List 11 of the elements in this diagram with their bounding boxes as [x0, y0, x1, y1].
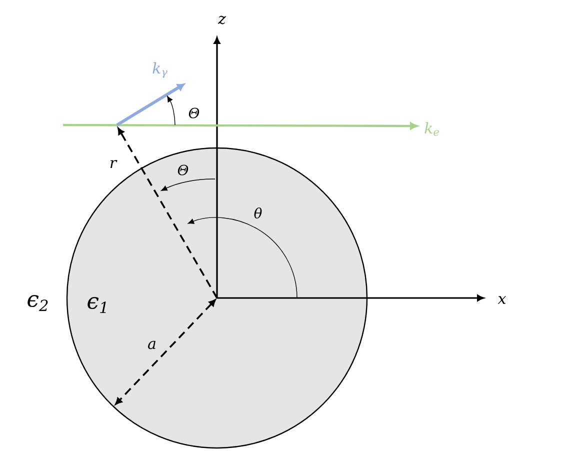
vector-label: k$_{γ}$ — [152, 62, 168, 78]
angle-label: θ — [254, 208, 262, 218]
angle-label: Θ — [188, 108, 200, 118]
vector-label: k$_{e}$ — [424, 122, 439, 136]
distance-label: a — [148, 340, 156, 350]
region-label: ϵ$_{1}$ — [88, 297, 106, 314]
region-label: ϵ$_{2}$ — [28, 295, 48, 312]
axis-label: z — [218, 16, 226, 24]
angle-label: Θ — [178, 164, 188, 176]
axis-label: x — [498, 296, 506, 304]
distance-label: r — [110, 160, 118, 168]
